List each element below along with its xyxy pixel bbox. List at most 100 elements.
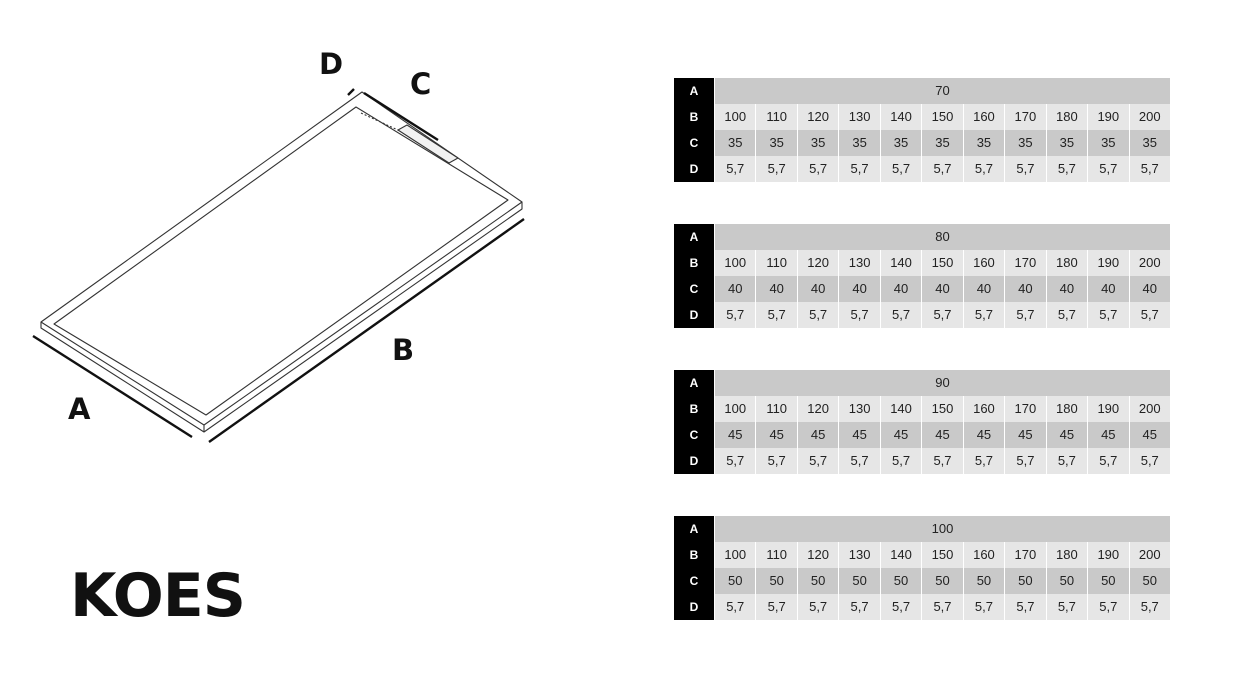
row-header-c: C [674, 422, 714, 448]
value-c-cell: 45 [1046, 422, 1088, 448]
row-header-c: C [674, 276, 714, 302]
value-b-cell: 160 [963, 104, 1005, 130]
row-header-b: B [674, 542, 714, 568]
width-a-value: 80 [715, 224, 1170, 250]
value-d-cell: 5,7 [1088, 156, 1129, 182]
row-header-b: B [674, 396, 714, 422]
value-d-cell: 5,7 [839, 156, 880, 182]
value-c-cell: 40 [797, 276, 839, 302]
value-b-cell: 190 [1088, 396, 1129, 422]
value-b-cell: 100 [715, 542, 756, 568]
value-c-cell: 40 [1005, 276, 1046, 302]
value-d-cell: 5,7 [715, 156, 756, 182]
value-d-cell: 5,7 [839, 302, 880, 328]
value-b-cell: 180 [1046, 104, 1088, 130]
value-c-cell: 45 [1005, 422, 1046, 448]
value-b-cell: 160 [963, 396, 1005, 422]
value-c-cell: 50 [1046, 568, 1088, 594]
dimension-line-c [363, 91, 439, 142]
value-d-cell: 5,7 [756, 156, 797, 182]
value-d-cell: 5,7 [715, 302, 756, 328]
value-d-cell: 5,7 [1088, 448, 1129, 474]
value-d-cell: 5,7 [880, 448, 922, 474]
value-b-cell: 140 [880, 542, 922, 568]
value-c-cell: 35 [963, 130, 1005, 156]
tray-outer-rim [40, 91, 523, 426]
dimension-line-d [347, 88, 355, 96]
value-b-cell: 170 [1005, 542, 1046, 568]
value-d-cell: 5,7 [797, 448, 839, 474]
value-c-cell: 50 [1129, 568, 1170, 594]
shower-tray-diagram [32, 88, 525, 443]
value-d-cell: 5,7 [1005, 448, 1046, 474]
value-b-cell: 110 [756, 250, 797, 276]
value-b-cell: 110 [756, 104, 797, 130]
value-c-cell: 45 [880, 422, 922, 448]
value-c-cell: 50 [1005, 568, 1046, 594]
value-c-cell: 35 [880, 130, 922, 156]
value-d-cell: 5,7 [880, 302, 922, 328]
value-b-cell: 110 [756, 396, 797, 422]
value-c-cell: 40 [1129, 276, 1170, 302]
value-d-cell: 5,7 [1046, 156, 1088, 182]
value-b-cell: 200 [1129, 542, 1170, 568]
value-c-cell: 35 [1129, 130, 1170, 156]
value-b-cell: 190 [1088, 542, 1129, 568]
value-c-cell: 50 [839, 568, 880, 594]
value-d-cell: 5,7 [839, 448, 880, 474]
value-d-cell: 5,7 [922, 594, 963, 620]
value-c-cell: 35 [1046, 130, 1088, 156]
row-header-b: B [674, 104, 714, 130]
value-c-cell: 45 [963, 422, 1005, 448]
row-header-d: D [674, 156, 714, 182]
value-b-cell: 130 [839, 542, 880, 568]
value-b-cell: 200 [1129, 396, 1170, 422]
value-d-cell: 5,7 [922, 156, 963, 182]
value-b-cell: 140 [880, 396, 922, 422]
value-b-cell: 190 [1088, 250, 1129, 276]
value-d-cell: 5,7 [1046, 302, 1088, 328]
value-c-cell: 40 [1088, 276, 1129, 302]
tray-inner-rim [53, 106, 509, 416]
value-c-cell: 35 [715, 130, 756, 156]
value-c-cell: 40 [963, 276, 1005, 302]
drain-channel [397, 124, 459, 164]
width-a-value: 90 [715, 370, 1170, 396]
value-b-cell: 170 [1005, 396, 1046, 422]
value-d-cell: 5,7 [1129, 594, 1170, 620]
value-c-cell: 45 [922, 422, 963, 448]
value-c-cell: 35 [1005, 130, 1046, 156]
value-d-cell: 5,7 [1129, 302, 1170, 328]
value-d-cell: 5,7 [715, 448, 756, 474]
value-b-cell: 110 [756, 542, 797, 568]
value-d-cell: 5,7 [922, 448, 963, 474]
value-d-cell: 5,7 [756, 594, 797, 620]
dimension-label-a: A [68, 392, 91, 426]
value-c-cell: 50 [1088, 568, 1129, 594]
value-d-cell: 5,7 [839, 594, 880, 620]
dimension-line-b [208, 218, 525, 443]
dimension-label-d: D [319, 47, 344, 81]
value-b-cell: 190 [1088, 104, 1129, 130]
value-b-cell: 130 [839, 396, 880, 422]
value-c-cell: 45 [756, 422, 797, 448]
value-d-cell: 5,7 [1005, 156, 1046, 182]
value-b-cell: 130 [839, 250, 880, 276]
row-header-a: A [674, 370, 714, 396]
value-b-cell: 120 [797, 396, 839, 422]
value-b-cell: 170 [1005, 250, 1046, 276]
value-d-cell: 5,7 [1005, 594, 1046, 620]
value-b-cell: 150 [922, 396, 963, 422]
value-c-cell: 40 [880, 276, 922, 302]
value-c-cell: 35 [922, 130, 963, 156]
value-b-cell: 100 [715, 250, 756, 276]
value-c-cell: 50 [922, 568, 963, 594]
width-a-value: 70 [715, 78, 1170, 104]
value-c-cell: 45 [839, 422, 880, 448]
value-c-cell: 50 [963, 568, 1005, 594]
value-d-cell: 5,7 [922, 302, 963, 328]
value-d-cell: 5,7 [1088, 302, 1129, 328]
